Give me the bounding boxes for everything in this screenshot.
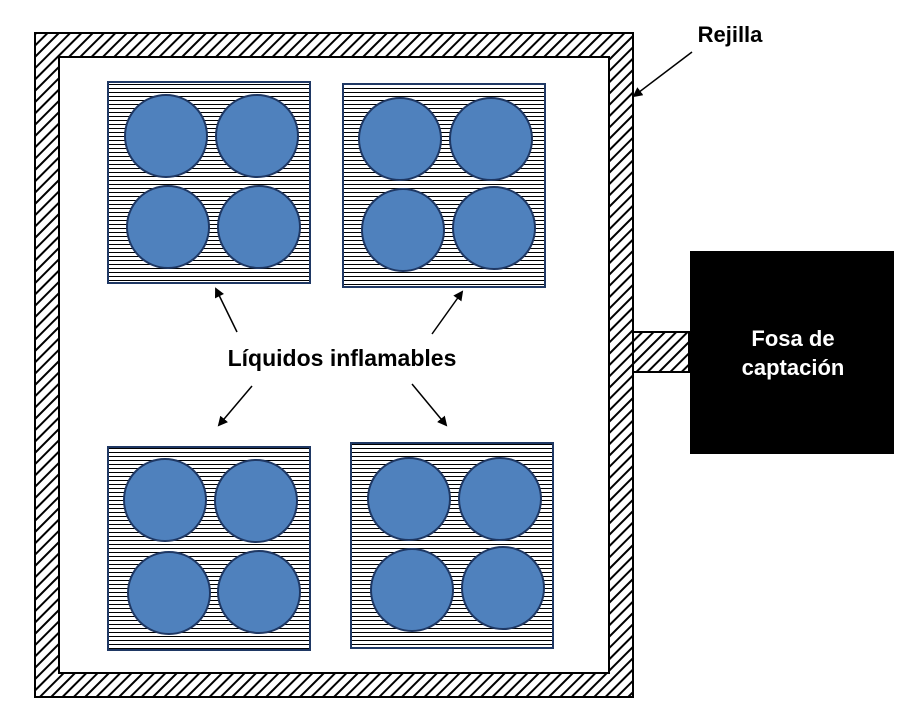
drum	[215, 94, 299, 178]
drum	[217, 550, 301, 634]
pallet-bottom-right	[350, 442, 554, 649]
drum	[361, 188, 445, 272]
collection-pit-label-line2: captación	[742, 355, 845, 380]
drum	[370, 548, 454, 632]
collection-pit: Fosa de captación	[690, 251, 894, 454]
pallet-top-left	[107, 81, 311, 284]
grating-label: Rejilla	[698, 22, 764, 47]
drum	[123, 458, 207, 542]
drain-channel	[632, 331, 690, 373]
drum	[449, 97, 533, 181]
drum	[358, 97, 442, 181]
drum	[458, 457, 542, 541]
arrow-top-right	[431, 290, 464, 335]
pallet-top-right	[342, 83, 546, 288]
drum	[127, 551, 211, 635]
drum	[367, 457, 451, 541]
arrow-bottom-right	[411, 383, 448, 427]
collection-pit-label-line1: Fosa de	[751, 326, 834, 351]
arrow-top-left	[215, 287, 238, 333]
drum	[214, 459, 298, 543]
drum	[126, 185, 210, 269]
drum	[124, 94, 208, 178]
drum	[461, 546, 545, 630]
pointer-arrows	[215, 287, 464, 427]
flammable-liquids-label: Líquidos inflamables	[228, 345, 457, 371]
drum	[452, 186, 536, 270]
arrow-bottom-left	[217, 385, 253, 427]
grating-arrow	[632, 51, 693, 98]
pallet-bottom-left	[107, 446, 311, 651]
drum	[217, 185, 301, 269]
